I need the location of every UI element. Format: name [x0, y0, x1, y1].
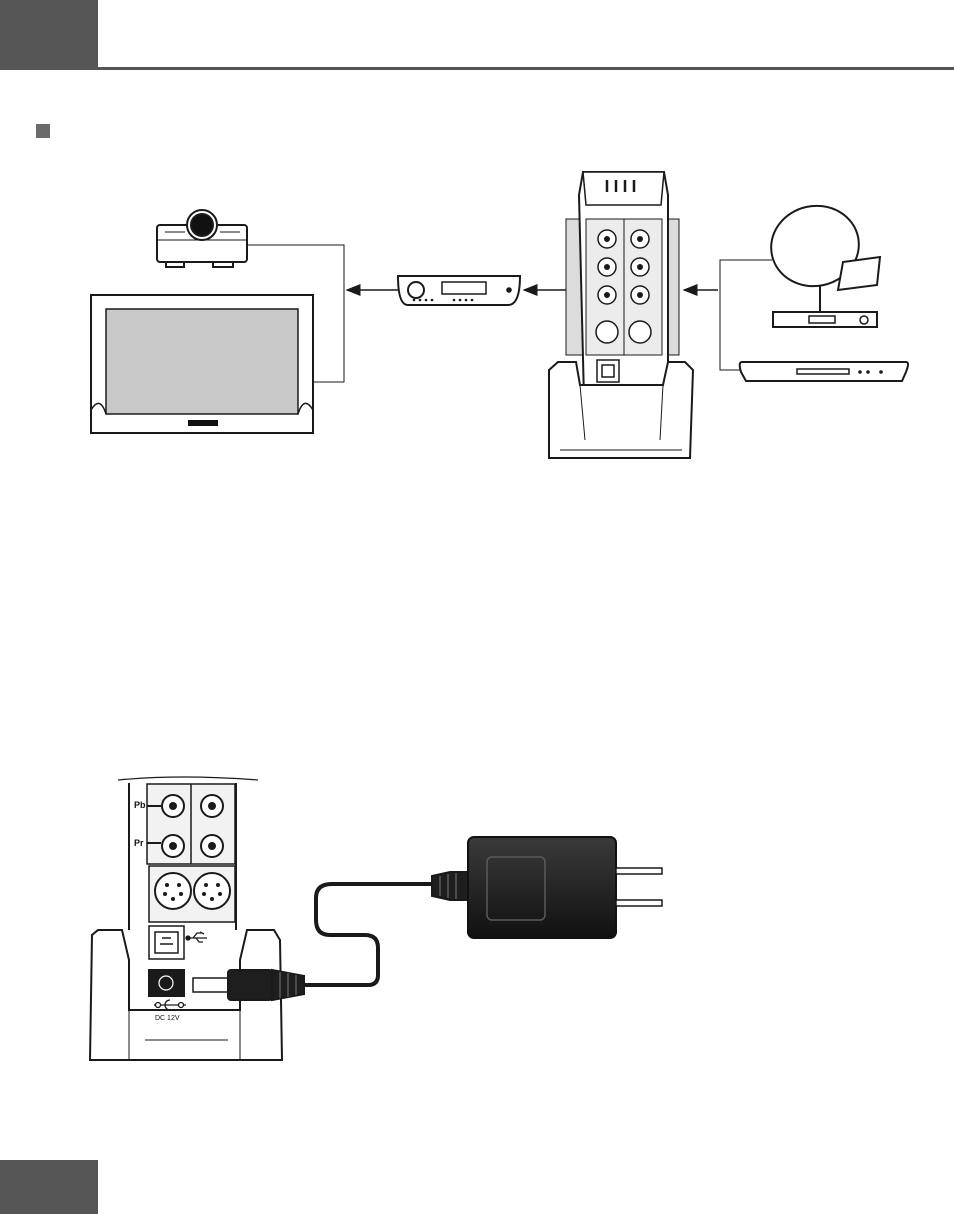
dc-plug-icon — [193, 970, 304, 1000]
media-dock-icon — [549, 172, 693, 458]
power-diagram: Pb Pr DC 12V — [90, 777, 662, 1060]
polarity-icon — [154, 1000, 186, 1010]
dock-closeup-icon — [90, 777, 282, 1060]
dvd-player-icon — [740, 362, 908, 381]
usb-icon — [186, 932, 207, 942]
television-icon — [91, 295, 313, 433]
pb-label: Pb — [134, 800, 146, 810]
pr-label: Pr — [134, 838, 144, 848]
projector-icon — [157, 210, 247, 267]
av-receiver-icon — [398, 276, 520, 305]
setup-diagram — [91, 172, 908, 458]
satellite-dish-icon — [764, 198, 880, 314]
power-cable — [304, 884, 434, 985]
dc-label: DC 12V — [155, 1015, 180, 1022]
power-adapter-icon — [432, 837, 662, 938]
set-top-box-icon — [773, 312, 877, 327]
